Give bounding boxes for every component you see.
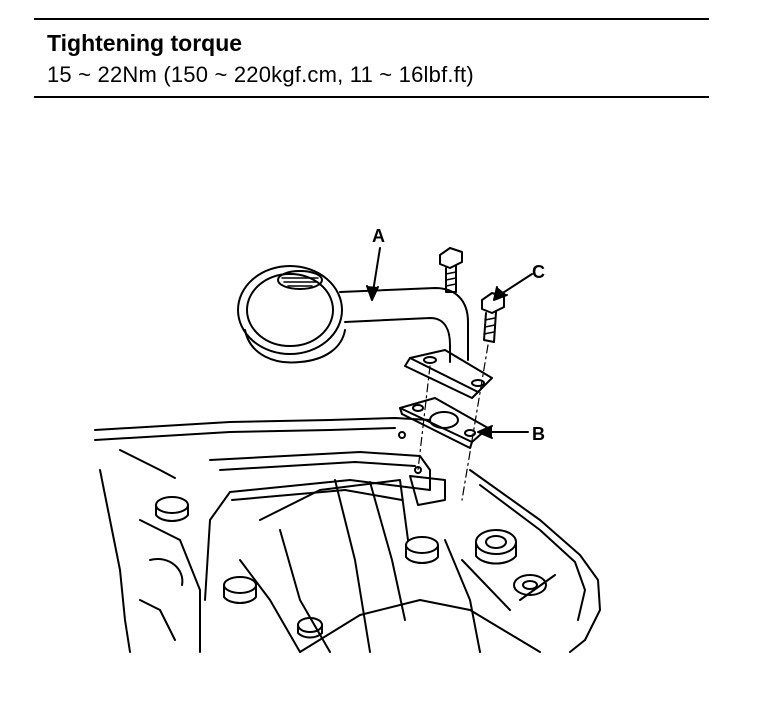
spec-value: 15 ~ 22Nm (150 ~ 220kgf.cm, 11 ~ 16lbf.f… <box>47 62 474 87</box>
torque-spec-box: Tightening torque 15 ~ 22Nm (150 ~ 220kg… <box>34 18 709 98</box>
oil-screen <box>237 265 493 399</box>
pan-bolts <box>155 496 547 639</box>
spec-title: Tightening torque <box>47 30 243 56</box>
bottom-rule <box>34 96 709 98</box>
top-rule <box>34 18 709 20</box>
callout-b-label: B <box>532 424 545 444</box>
mounting-bolts <box>417 247 505 501</box>
oil-pan <box>94 417 601 653</box>
callout-c-label: C <box>532 262 545 282</box>
leader-lines <box>366 247 533 439</box>
oil-screen-illustration: A C B <box>94 226 601 653</box>
callout-a-label: A <box>372 226 385 246</box>
